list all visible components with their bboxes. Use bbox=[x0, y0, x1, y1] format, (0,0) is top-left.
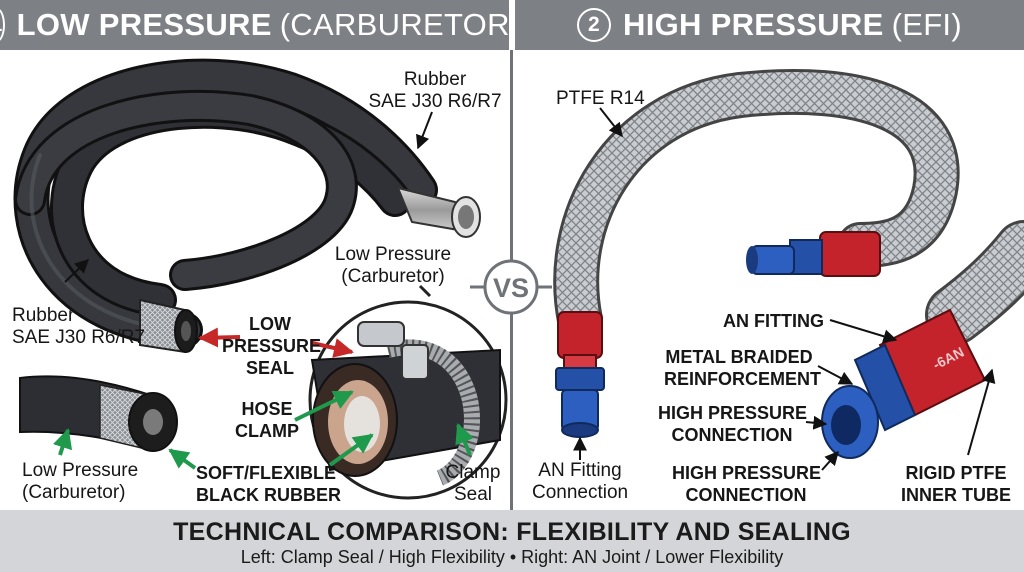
right-header-title: HIGH PRESSURE bbox=[623, 7, 884, 42]
label-hose-clamp: HOSE CLAMP bbox=[235, 399, 299, 441]
footer-banner: TECHNICAL COMPARISON: FLEXIBILITY AND SE… bbox=[0, 510, 1024, 572]
an-fitting-large: -6AN bbox=[821, 308, 987, 459]
footer-subtitle: Left: Clamp Seal / High Flexibility • Ri… bbox=[240, 547, 784, 567]
an-fitting-left bbox=[555, 311, 605, 438]
label-rubber-top: Rubber SAE J30 R6/R7 bbox=[368, 69, 502, 112]
label-hp-connection-2: HIGH PRESSURE CONNECTION bbox=[672, 463, 822, 505]
hose-illustration: VS -6AN bbox=[13, 58, 1024, 500]
label-low-pressure-mid: Low Pressure (Carburetor) bbox=[334, 244, 452, 287]
label-clamp-seal: Clamp Seal bbox=[445, 462, 501, 505]
label-rigid-ptfe: RIGID PTFE INNER TUBE bbox=[900, 463, 1011, 505]
label-metal-braided: METAL BRAIDED REINFORCEMENT bbox=[664, 347, 821, 389]
label-an-fitting: AN FITTING bbox=[723, 311, 824, 331]
footer-title: TECHNICAL COMPARISON: FLEXIBILITY AND SE… bbox=[173, 518, 851, 546]
an-fitting-upper bbox=[746, 231, 881, 277]
rubber-hose-cross-section bbox=[19, 375, 178, 452]
label-hp-connection-1: HIGH PRESSURE CONNECTION bbox=[658, 403, 808, 445]
left-arrows bbox=[52, 111, 474, 470]
label-ptfe-r14: PTFE R14 bbox=[556, 88, 645, 109]
label-low-pressure-seal: LOW PRESSURE SEAL bbox=[222, 314, 322, 378]
left-header-subtitle: (CARBURETOR) bbox=[279, 7, 521, 42]
right-arrows bbox=[573, 107, 996, 471]
rubber-hose-coil bbox=[13, 58, 438, 348]
right-header-subtitle: (EFI) bbox=[891, 7, 962, 42]
vs-label: VS bbox=[493, 273, 529, 303]
left-header-title: LOW PRESSURE bbox=[16, 7, 272, 42]
right-panel-header: 2 HIGH PRESSURE (EFI) bbox=[515, 0, 1024, 50]
vs-badge-icon: VS bbox=[470, 259, 552, 315]
circled-number-2-icon: 2 bbox=[577, 8, 612, 42]
label-low-pressure-bottom: Low Pressure (Carburetor) bbox=[22, 460, 139, 503]
label-an-fitting-connection: AN Fitting Connection bbox=[532, 460, 629, 503]
label-soft-rubber: SOFT/FLEXIBLE BLACK RUBBER bbox=[196, 463, 341, 505]
header-divider bbox=[509, 0, 515, 50]
hose-end-sleeve bbox=[396, 186, 481, 238]
braided-ptfe-hose bbox=[553, 68, 1024, 345]
hose-end-left bbox=[139, 298, 198, 354]
left-panel-header: 1 LOW PRESSURE (CARBURETOR) bbox=[0, 0, 520, 50]
label-rubber-left: Rubber SAE J30 R6/R7 bbox=[12, 305, 146, 348]
